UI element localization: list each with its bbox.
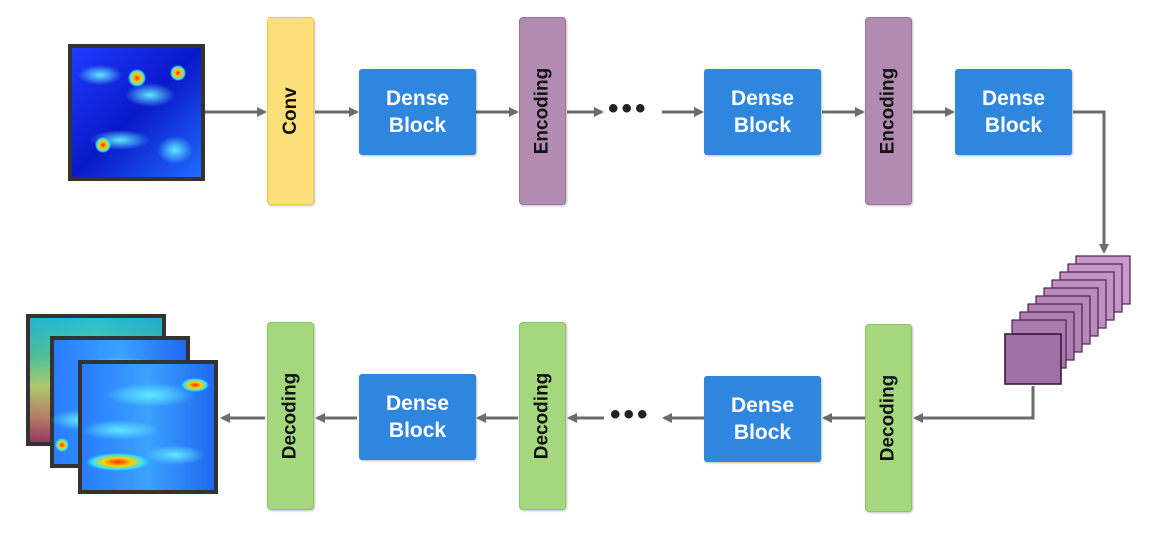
encoding-label-2: Encoding xyxy=(877,67,899,155)
decoding-layer-3: Decoding xyxy=(865,324,912,512)
decoding-label-1: Decoding xyxy=(279,372,301,460)
ellipsis-top: ••• xyxy=(608,92,649,125)
output-heatmap-stack xyxy=(26,314,218,494)
encoding-layer-2: Encoding xyxy=(865,17,912,205)
feature-map-stack xyxy=(1004,255,1131,385)
dense-block-bottom-1: Dense Block xyxy=(359,374,476,460)
ellipsis-bottom: ••• xyxy=(610,398,651,431)
dense-block-top-2: Dense Block xyxy=(704,69,821,155)
decoding-label-2: Decoding xyxy=(531,372,553,460)
arrow-dense-to-feature-stack xyxy=(1073,110,1109,254)
conv-label: Conv xyxy=(279,87,301,135)
decoding-layer-1: Decoding xyxy=(267,322,314,510)
dense-block-top-1: Dense Block xyxy=(359,69,476,155)
decoding-layer-2: Decoding xyxy=(519,322,566,510)
conv-layer: Conv xyxy=(267,17,314,205)
decoding-label-3: Decoding xyxy=(877,374,899,462)
dense-block-top-3: Dense Block xyxy=(955,69,1072,155)
input-heatmap-image xyxy=(68,44,205,181)
arrow-feature-stack-to-decoding xyxy=(913,386,1035,423)
dense-block-bottom-2: Dense Block xyxy=(704,376,821,462)
encoding-layer-1: Encoding xyxy=(519,17,566,205)
encoding-label-1: Encoding xyxy=(531,67,553,155)
